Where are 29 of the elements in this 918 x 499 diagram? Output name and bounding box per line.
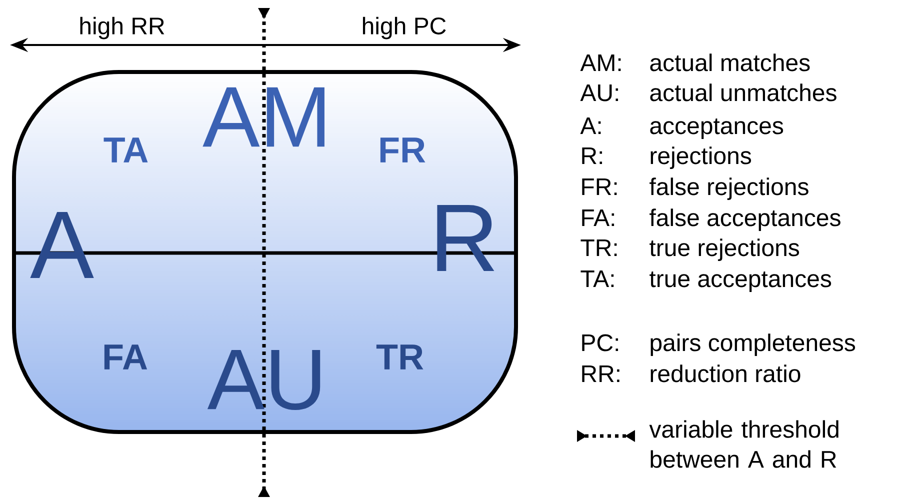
region-letter: FA (104, 344, 148, 370)
abbreviation: AU: (580, 84, 618, 102)
definition: false acceptances (650, 208, 840, 231)
definition: actual unmatches (650, 84, 836, 102)
abbreviation: A: (580, 118, 601, 134)
abbreviation: FR: (582, 178, 617, 195)
definition: pairs completeness (650, 334, 856, 356)
definition: true acceptances (650, 272, 832, 292)
region-letter: TR (376, 344, 424, 370)
region-letter: AU (207, 350, 320, 410)
definition: actual matches (650, 54, 810, 72)
definition: rejections (650, 146, 752, 169)
abbreviation: PC: (582, 334, 618, 352)
definition: acceptances (650, 118, 784, 139)
region-letter: TA (104, 138, 148, 162)
abbreviation: FA: (582, 210, 614, 226)
legend-text: variable threshold between A and R (649, 420, 838, 468)
definition: false rejections (650, 178, 808, 200)
abbreviation: RR: (582, 366, 620, 382)
abbreviation: TR: (580, 240, 617, 256)
definition: true rejections (650, 238, 800, 261)
definition: reduction ratio (650, 364, 800, 382)
axis-label: high RR (80, 16, 164, 40)
abbreviation: TA: (580, 270, 614, 287)
region-letter: AM (202, 87, 324, 147)
abbreviation: AM: (580, 54, 621, 71)
axis-label: high PC (362, 16, 446, 40)
abbreviation: R: (582, 148, 602, 164)
region-letter: FR (380, 138, 426, 162)
